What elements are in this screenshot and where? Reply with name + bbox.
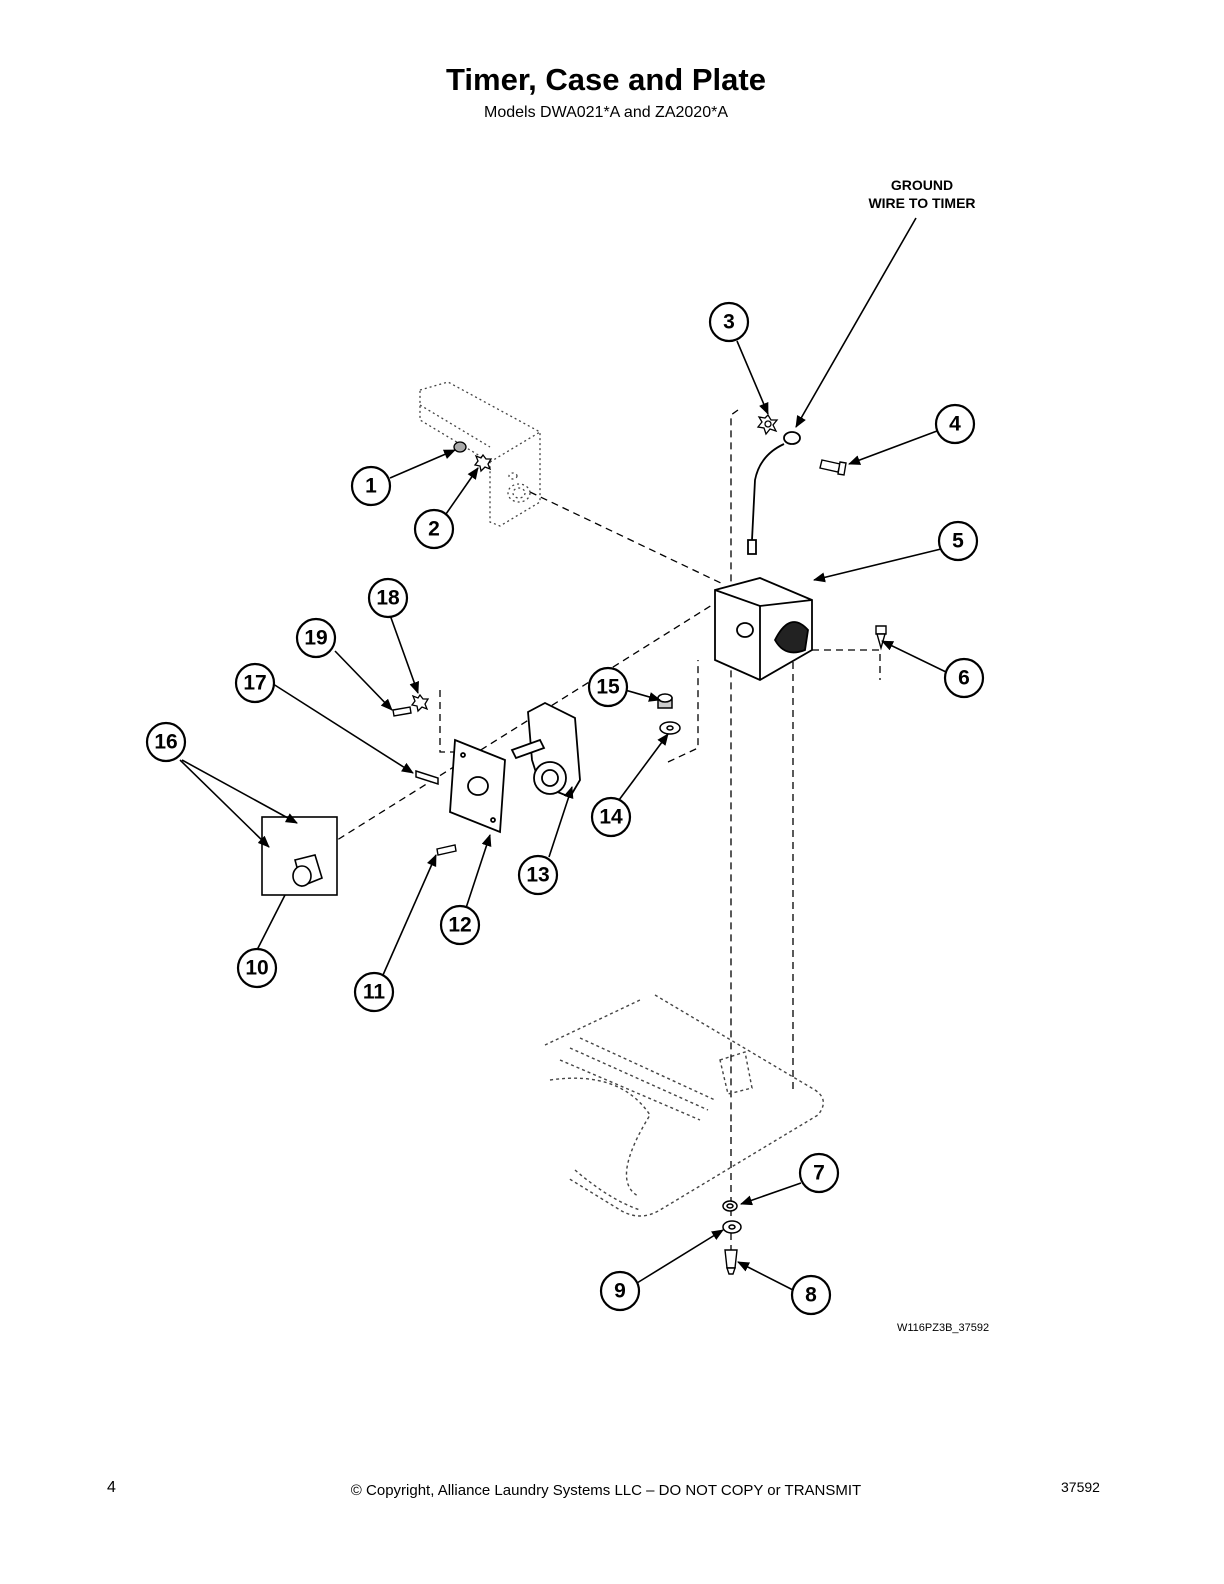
document-number: 37592: [1061, 1479, 1100, 1495]
nut-part-1: [453, 441, 467, 453]
callout-15: 15: [587, 666, 629, 708]
copyright-notice: © Copyright, Alliance Laundry Systems LL…: [350, 1482, 862, 1499]
callout-5-label: 5: [952, 530, 964, 553]
ground-wire-note-line1: GROUND: [890, 177, 954, 193]
callout-5: 5: [937, 520, 979, 562]
callout-18-label: 18: [376, 587, 400, 610]
ground-wire-note-line2: WIRE TO TIMER: [868, 195, 976, 211]
callout-2-label: 2: [428, 518, 440, 541]
knob-leader-10: [256, 894, 286, 951]
base-ghost-outline: [544, 994, 824, 1217]
callout-16: 16: [145, 721, 187, 763]
callout-10: 10: [236, 947, 278, 989]
callout-12: 12: [439, 904, 481, 946]
timer-case: [714, 577, 813, 682]
timer-plate: [449, 738, 506, 834]
label-strip: [415, 769, 439, 786]
callout-8-label: 8: [805, 1284, 817, 1307]
callouts: 1 2 3 4 5 6 7 8 9 10 11 12 13 14 15 16 1…: [145, 301, 985, 1316]
callout-3: 3: [708, 301, 750, 343]
knob-assembly: [261, 816, 338, 896]
page-number: 4: [107, 1479, 116, 1496]
callout-4: 4: [934, 403, 976, 445]
callout-11-label: 11: [363, 981, 386, 1004]
leader-arrows: [179, 217, 947, 1291]
callout-11: 11: [353, 971, 395, 1013]
callout-15-label: 15: [596, 676, 620, 699]
callout-14: 14: [590, 796, 632, 838]
callout-1-label: 1: [365, 475, 377, 498]
callout-9-label: 9: [614, 1280, 626, 1303]
callout-13-label: 13: [526, 864, 549, 887]
callout-8: 8: [790, 1274, 832, 1316]
callout-10-label: 10: [245, 957, 268, 980]
callout-4-label: 4: [949, 413, 961, 436]
screws: [270, 459, 887, 1275]
callout-9: 9: [599, 1270, 641, 1312]
page-subtitle: Models DWA021*A and ZA2020*A: [484, 104, 728, 121]
star-washers: [410, 413, 779, 713]
callout-6-label: 6: [958, 667, 970, 690]
callout-14-label: 14: [599, 806, 623, 829]
callout-3-label: 3: [723, 311, 735, 334]
callout-19-label: 19: [304, 627, 327, 650]
timer-motor: [510, 701, 581, 799]
callout-1: 1: [350, 465, 392, 507]
cabinet-ghost-outline: [419, 381, 541, 527]
assembly-dash-lines: [317, 409, 881, 1250]
callout-2: 2: [413, 508, 455, 550]
page-title: Timer, Case and Plate: [446, 62, 766, 97]
ground-wire: [747, 431, 801, 555]
callout-13: 13: [517, 854, 559, 896]
callout-16-label: 16: [154, 731, 177, 754]
washers: [657, 693, 742, 1234]
callout-7: 7: [798, 1152, 840, 1194]
callout-17-label: 17: [243, 672, 266, 695]
callout-7-label: 7: [813, 1162, 825, 1185]
callout-18: 18: [367, 577, 409, 619]
callout-17: 17: [234, 662, 276, 704]
callout-6: 6: [943, 657, 985, 699]
drawing-code: W116PZ3B_37592: [897, 1322, 990, 1334]
ground-wire-note: GROUND WIRE TO TIMER: [852, 176, 992, 212]
callout-12-label: 12: [448, 914, 471, 937]
callout-19: 19: [295, 617, 337, 659]
